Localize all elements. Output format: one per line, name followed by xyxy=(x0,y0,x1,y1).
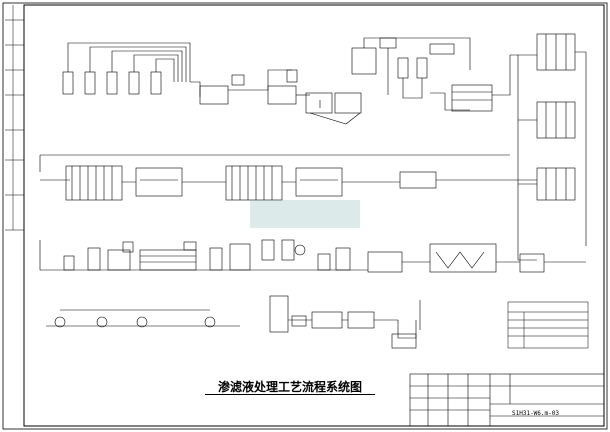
legend-box xyxy=(507,301,589,349)
title-underline xyxy=(205,394,375,395)
row1-units xyxy=(190,37,511,125)
dosing-tanks xyxy=(62,42,191,95)
row3-treatment-line xyxy=(39,239,586,273)
right-tanks xyxy=(510,33,587,261)
row2-membrane-units xyxy=(39,154,537,201)
left-margin-strip xyxy=(5,5,24,231)
inner-frame xyxy=(23,4,605,427)
drawing-number: S1H31-W6.m-03 xyxy=(512,410,559,417)
watermark xyxy=(250,200,360,228)
title-block xyxy=(409,373,605,427)
drawing-title: 渗滤液处理工艺流程系统图 xyxy=(217,380,362,394)
row4-equipment xyxy=(46,295,421,349)
